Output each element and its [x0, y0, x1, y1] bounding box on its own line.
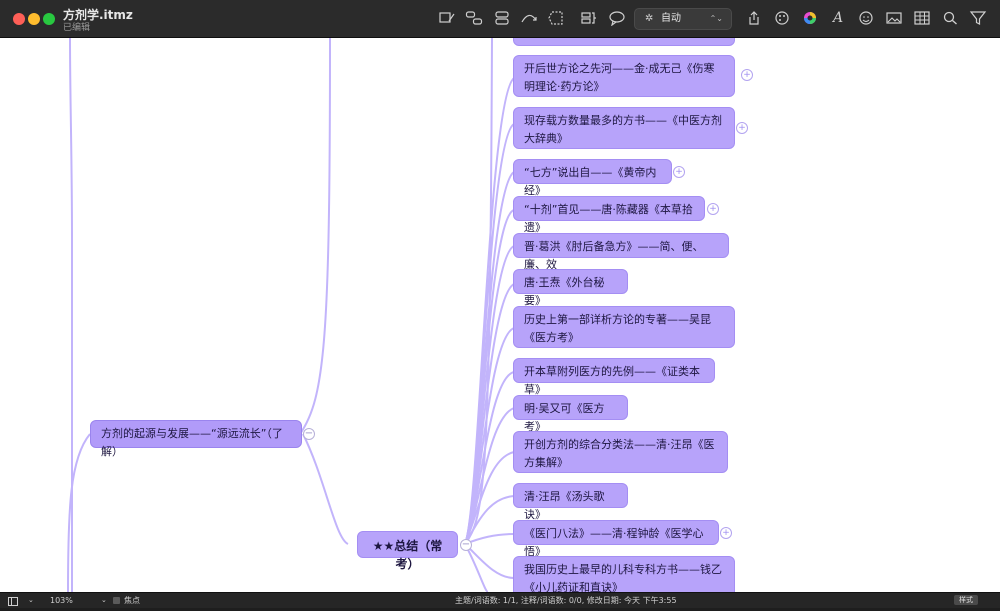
relation-icon[interactable] — [520, 10, 538, 26]
topic-icon[interactable] — [438, 10, 456, 26]
subtopic-icon[interactable] — [465, 10, 483, 26]
topic-text: 现存载方数量最多的方书——《中医方剂大辞典》 — [524, 114, 722, 145]
mindmap-topic[interactable]: “七方”说出自——《黄帝内经》 — [513, 159, 672, 197]
emoji-icon[interactable] — [857, 10, 875, 26]
mindmap-topic[interactable]: 现存载方数量最多的方书——《中医方剂大辞典》 — [513, 107, 735, 149]
mindmap-topic[interactable]: 历史上第一部详析方论的专著——吴昆《医方考》 — [513, 306, 735, 348]
sidebar-menu-chevron-icon[interactable]: ⌄ — [28, 596, 34, 604]
document-title: 方剂学.itmz — [63, 8, 133, 22]
boundary-icon[interactable] — [548, 10, 566, 26]
topic-text: 开本草附列医方的先例——《证类本草》 — [524, 365, 700, 396]
zoom-level[interactable]: 103% — [50, 596, 73, 605]
text-style-icon[interactable]: A — [832, 10, 844, 26]
focus-label: 焦点 — [124, 596, 140, 605]
zoom-window-button[interactable] — [43, 13, 55, 25]
sparkle-icon: ✲ — [645, 13, 654, 24]
callout-icon[interactable] — [608, 10, 626, 26]
chevron-updown-icon: ⌃⌄ — [709, 14, 723, 23]
parent-topic-text: 方剂的起源与发展——“源远流长”（了解） — [101, 427, 283, 458]
floating-topic-icon[interactable] — [493, 10, 511, 26]
connector-lines — [67, 38, 515, 592]
title-bar: 方剂学.itmz 已编辑 ✲ 自动 ⌃⌄ A — [0, 0, 1000, 38]
topic-text: 我国历史上最早的儿科专科方书——钱乙《小儿药证和直诀》 — [524, 563, 722, 592]
minimize-window-button[interactable] — [28, 13, 40, 25]
mindmap-topic[interactable]: 明·吴又可《医方考》 — [513, 395, 628, 433]
topic-text: “七方”说出自——《黄帝内经》 — [524, 166, 657, 197]
collapse-topic-button[interactable]: − — [460, 539, 472, 551]
color-wheel-icon[interactable] — [801, 10, 819, 26]
topic-text: 《医门八法》——清·程钟龄《医学心悟》 — [524, 527, 704, 558]
mindmap-topic[interactable]: 清·汪昂《汤头歌诀》 — [513, 483, 628, 521]
topic-text: 历史上第一部详析方论的专著——吴昆《医方考》 — [524, 313, 711, 344]
mindmap-topic-partial[interactable] — [513, 38, 735, 46]
expand-topic-button[interactable]: + — [741, 69, 753, 81]
collapse-topic-button[interactable]: − — [303, 428, 315, 440]
focus-checkbox[interactable] — [113, 597, 120, 604]
mindmap-topic[interactable]: 《医门八法》——清·程钟龄《医学心悟》 — [513, 520, 719, 558]
close-window-button[interactable] — [13, 13, 25, 25]
expand-topic-button[interactable]: + — [707, 203, 719, 215]
topic-text: “十剂”首见——唐·陈藏器《本草拾遗》 — [524, 203, 693, 234]
mindmap-topic[interactable]: 开创方剂的综合分类法——清·汪昂《医方集解》 — [513, 431, 728, 473]
style-button[interactable]: 样式 — [954, 595, 978, 605]
status-bar: ⌄ 103% ⌄ 焦点 主题/词语数: 1/1, 注释/词语数: 0/0, 修改… — [0, 592, 1000, 608]
summary-topic-text: ★★总结（常考） — [372, 539, 443, 571]
mindmap-canvas[interactable]: 开后世方论之先河——金·成无己《伤寒明理论·药方论》 + 现存载方数量最多的方书… — [0, 38, 1000, 592]
mindmap-topic[interactable]: 唐·王焘《外台秘要》 — [513, 269, 628, 307]
table-icon[interactable] — [913, 10, 931, 26]
mindmap-topic[interactable]: 我国历史上最早的儿科专科方书——钱乙《小儿药证和直诀》 — [513, 556, 735, 592]
search-icon[interactable] — [941, 10, 959, 26]
layout-mode-label: 自动 — [661, 13, 681, 24]
expand-topic-button[interactable]: + — [673, 166, 685, 178]
summary-topic[interactable]: ★★总结（常考） — [357, 531, 458, 571]
palette-icon[interactable] — [773, 10, 791, 26]
image-icon[interactable] — [885, 10, 903, 26]
filter-icon[interactable] — [969, 10, 987, 26]
topic-text: 开后世方论之先河——金·成无己《伤寒明理论·药方论》 — [524, 62, 715, 93]
expand-topic-button[interactable]: + — [720, 527, 732, 539]
sidebar-toggle-icon[interactable] — [8, 596, 18, 611]
share-icon[interactable] — [745, 10, 763, 26]
topic-text: 开创方剂的综合分类法——清·汪昂《医方集解》 — [524, 438, 715, 469]
mindmap-topic[interactable]: 开本草附列医方的先例——《证类本草》 — [513, 358, 715, 396]
topic-text: 唐·王焘《外台秘要》 — [524, 276, 605, 307]
layout-mode-select[interactable]: ✲ 自动 ⌃⌄ — [634, 8, 732, 30]
parent-topic[interactable]: 方剂的起源与发展——“源远流长”（了解） — [90, 420, 302, 458]
mindmap-topic[interactable]: 开后世方论之先河——金·成无己《伤寒明理论·药方论》 — [513, 55, 735, 97]
zoom-chevron-icon[interactable]: ⌄ — [101, 596, 107, 604]
topic-text: 清·汪昂《汤头歌诀》 — [524, 490, 605, 521]
mindmap-topic[interactable]: “十剂”首见——唐·陈藏器《本草拾遗》 — [513, 196, 705, 234]
expand-topic-button[interactable]: + — [736, 122, 748, 134]
document-stats: 主题/词语数: 1/1, 注释/词语数: 0/0, 修改日期: 今天 下午3:5… — [455, 596, 677, 605]
summary-icon[interactable] — [580, 10, 598, 26]
mindmap-topic[interactable]: 晋·葛洪《肘后备急方》——简、便、廉、效 — [513, 233, 729, 271]
topic-text: 晋·葛洪《肘后备急方》——简、便、廉、效 — [524, 240, 704, 271]
document-status: 已编辑 — [63, 23, 91, 33]
topic-text: 明·吴又可《医方考》 — [524, 402, 605, 433]
